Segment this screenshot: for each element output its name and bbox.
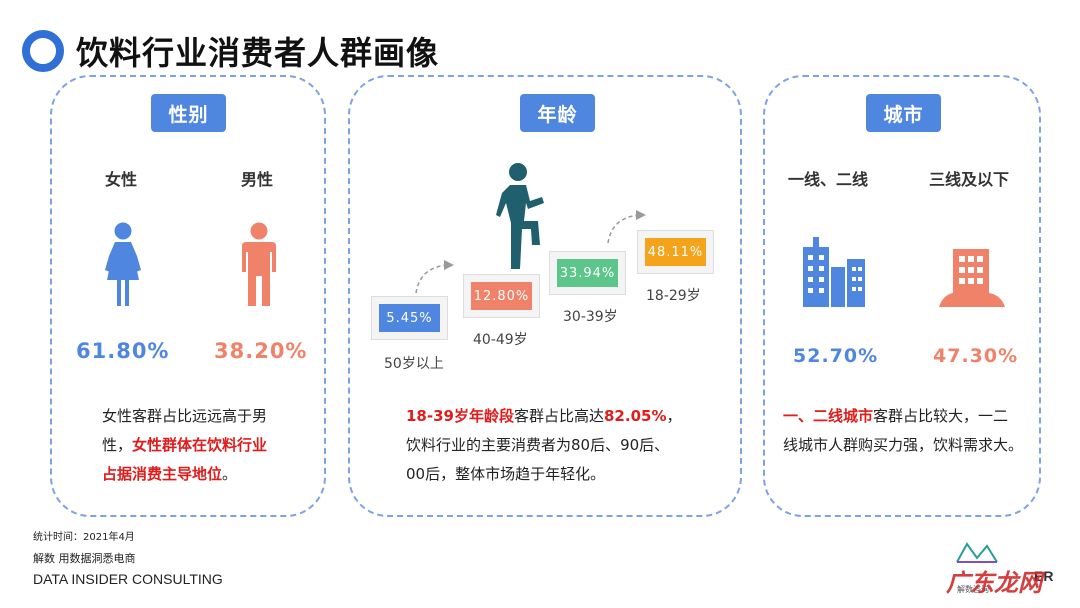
page-title: 饮料行业消费者人群画像 <box>76 34 440 72</box>
gender-desc-line1: 女性客群占比远远高于男 <box>102 407 268 425</box>
age-desc-line3: 00后，整体市场趋于年轻化。 <box>406 465 606 483</box>
gender-tag: 性别 <box>151 94 226 132</box>
circle-icon <box>22 30 64 72</box>
age-panel: 年龄 5.45% 50岁以上 12.80% 40-49岁 33.94% 30-3… <box>348 75 742 517</box>
female-label: 女性 <box>105 170 138 189</box>
gender-description: 女性客群占比远远高于男 性，女性群体在饮料行业 占据消费主导地位。 <box>102 402 302 489</box>
logo-tail-text: ER <box>1034 568 1054 584</box>
gender-desc-highlight1: 女性群体在饮料行业 <box>132 436 268 454</box>
age-desc-highlight1: 18-39岁年龄段 <box>406 407 514 425</box>
gender-desc-line2a: 性， <box>102 436 133 454</box>
stat-time: 统计时间：2021年4月 <box>33 532 135 543</box>
skyscraper-icon <box>803 237 865 307</box>
city-panel: 城市 一线、二线 三线及以下 52.70% 47.30% 一、二线城市客群占比较… <box>763 75 1041 517</box>
city-tag: 城市 <box>866 94 941 132</box>
brand-english: DATA INSIDER CONSULTING <box>33 571 223 587</box>
age-label-30-39: 30-39岁 <box>563 309 618 325</box>
city-desc-line2: 线城市人群购买力强，饮料需求大。 <box>783 436 1024 454</box>
age-label-50plus: 50岁以上 <box>384 356 444 372</box>
age-label-18-29: 18-29岁 <box>646 288 701 304</box>
age-value-50plus: 5.45% <box>379 304 440 332</box>
building-icon <box>939 249 1005 307</box>
age-value-30-39: 33.94% <box>557 259 618 287</box>
age-desc-line1b: 客群占比高达 <box>513 407 604 425</box>
age-desc-highlight2: 82.05% <box>604 407 667 425</box>
age-box-50plus: 5.45% <box>371 296 448 340</box>
male-percentage: 38.20% <box>214 339 308 363</box>
city-desc-highlight: 一、二线城市 <box>783 407 874 425</box>
female-icon <box>105 222 141 306</box>
logo-text: 解数咨询 <box>957 585 989 594</box>
age-description: 18-39岁年龄段客群占比高达82.05%， 饮料行业的主要消费者为80后、90… <box>406 402 706 489</box>
tier12-percentage: 52.70% <box>793 345 879 367</box>
brand-slogan: 解数 用数据洞悉电商 <box>33 552 136 565</box>
female-percentage: 61.80% <box>76 339 170 363</box>
gender-desc-end: 。 <box>222 465 238 483</box>
city-description: 一、二线城市客群占比较大，一二 线城市人群购买力强，饮料需求大。 <box>783 402 1041 460</box>
age-value-18-29: 48.11% <box>645 238 706 266</box>
climbing-person-icon <box>496 163 544 269</box>
male-label: 男性 <box>241 170 274 189</box>
age-label-40-49: 40-49岁 <box>473 332 528 348</box>
city-desc-line1b: 客群占比较大，一二 <box>873 407 1009 425</box>
age-desc-line2: 饮料行业的主要消费者为80后、90后、 <box>406 436 670 454</box>
watermark: 广东龙网 <box>946 569 1042 597</box>
page-header: 饮料行业消费者人群画像 <box>22 28 439 74</box>
male-icon <box>242 222 276 306</box>
tier3-percentage: 47.30% <box>933 345 1019 367</box>
age-desc-line1d: ， <box>666 407 682 425</box>
logo-icon <box>956 542 998 563</box>
gender-desc-highlight2: 占据消费主导地位 <box>102 465 223 483</box>
age-tag: 年龄 <box>520 94 595 132</box>
arrow-icon-1 <box>415 260 454 294</box>
tier3-label: 三线及以下 <box>929 170 1010 189</box>
age-box-30-39: 33.94% <box>549 251 626 295</box>
age-box-40-49: 12.80% <box>463 274 540 318</box>
gender-panel: 性别 女性 男性 61.80% 38.20% 女性客群占比远远高于男 性，女性群… <box>50 75 326 517</box>
tier12-label: 一线、二线 <box>788 170 869 189</box>
arrow-icon-2 <box>607 210 646 244</box>
age-value-40-49: 12.80% <box>471 282 532 310</box>
age-box-18-29: 48.11% <box>637 230 714 274</box>
